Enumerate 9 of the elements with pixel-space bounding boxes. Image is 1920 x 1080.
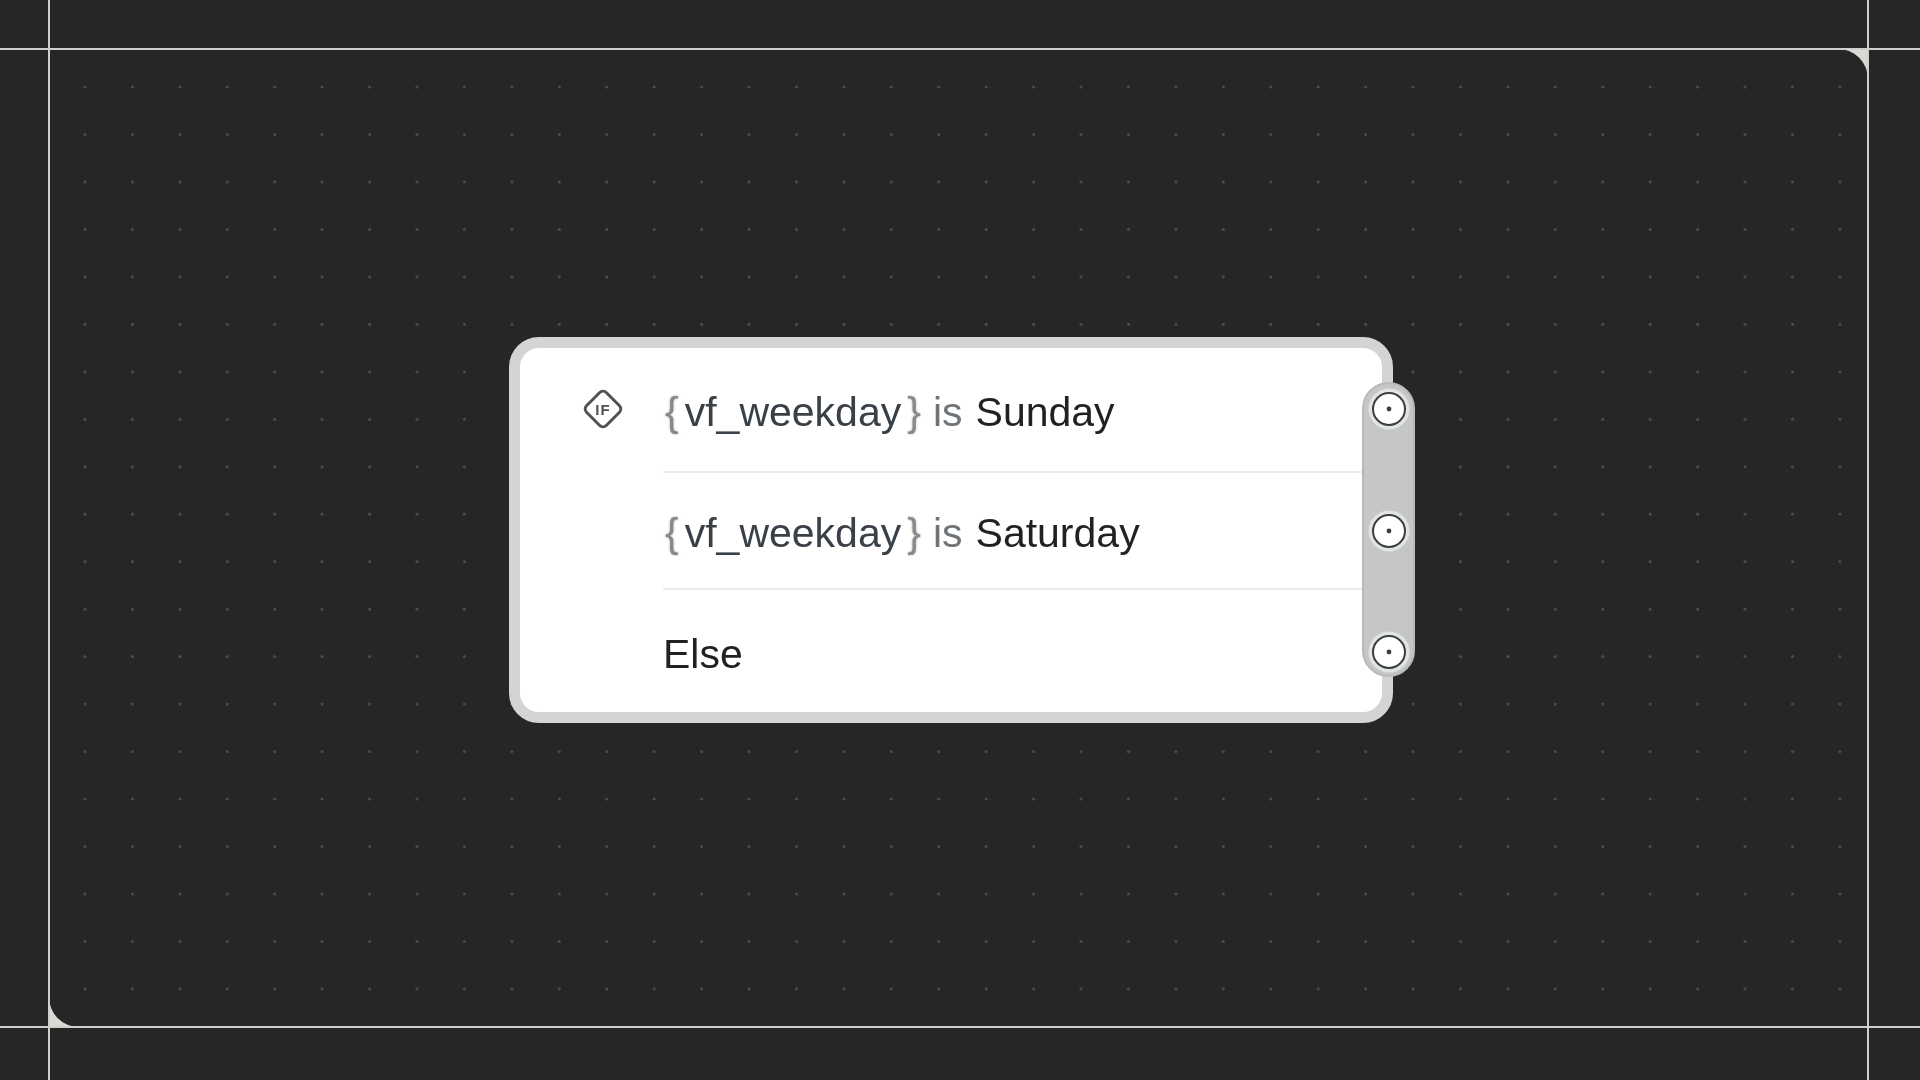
operator-text: is	[932, 510, 963, 557]
variable-token: {vf_weekday}	[664, 389, 922, 436]
branch-label: Else	[663, 630, 743, 678]
variable-token: {vf_weekday}	[664, 510, 922, 557]
condition-card	[509, 337, 1393, 723]
value-text: Saturday	[975, 510, 1140, 557]
diamond-label: IF	[595, 400, 611, 418]
value-text: Sunday	[975, 389, 1115, 436]
operator-text: is	[932, 389, 963, 436]
